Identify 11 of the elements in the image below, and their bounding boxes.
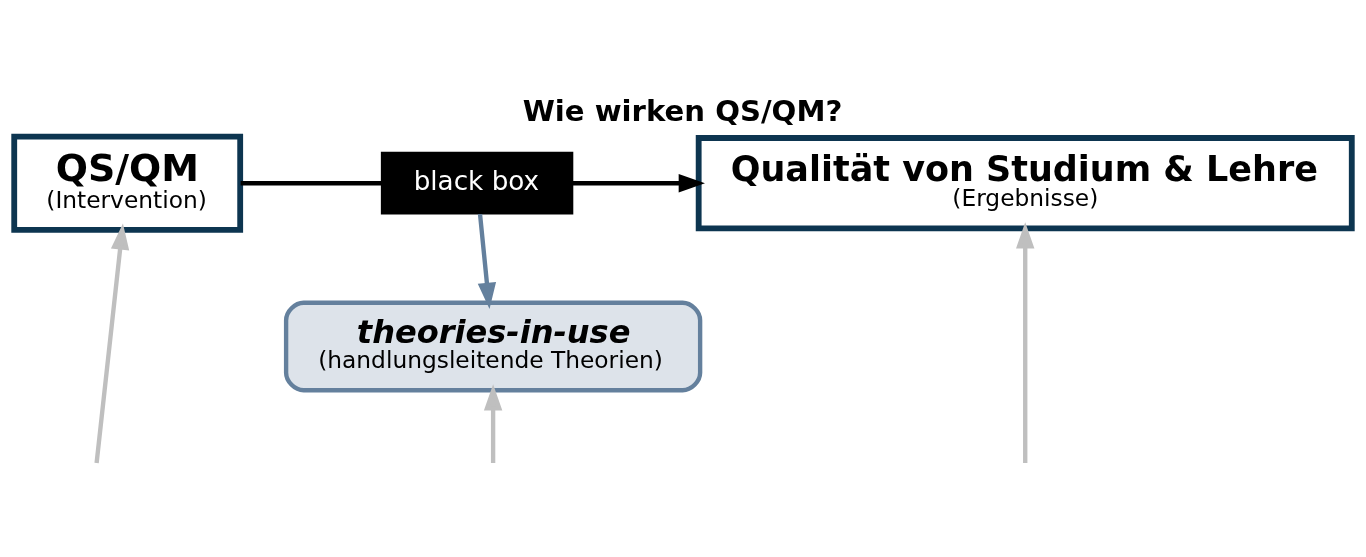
arrow [1016, 222, 1035, 463]
arrow [572, 174, 705, 193]
node-box: Qualität von Studium & Lehre (Ergebnisse) [695, 135, 1355, 232]
node-box: black box [380, 151, 574, 215]
connector [240, 181, 382, 186]
arrow [477, 213, 497, 310]
node-box: theories-in-use (handlungsleitende Theorien) [283, 300, 703, 393]
arrow [94, 223, 130, 464]
diagram-title: Wie wirken QS/QM? [522, 93, 843, 128]
arrow [483, 384, 503, 463]
node-box: QS/QM (Intervention) [11, 133, 244, 233]
